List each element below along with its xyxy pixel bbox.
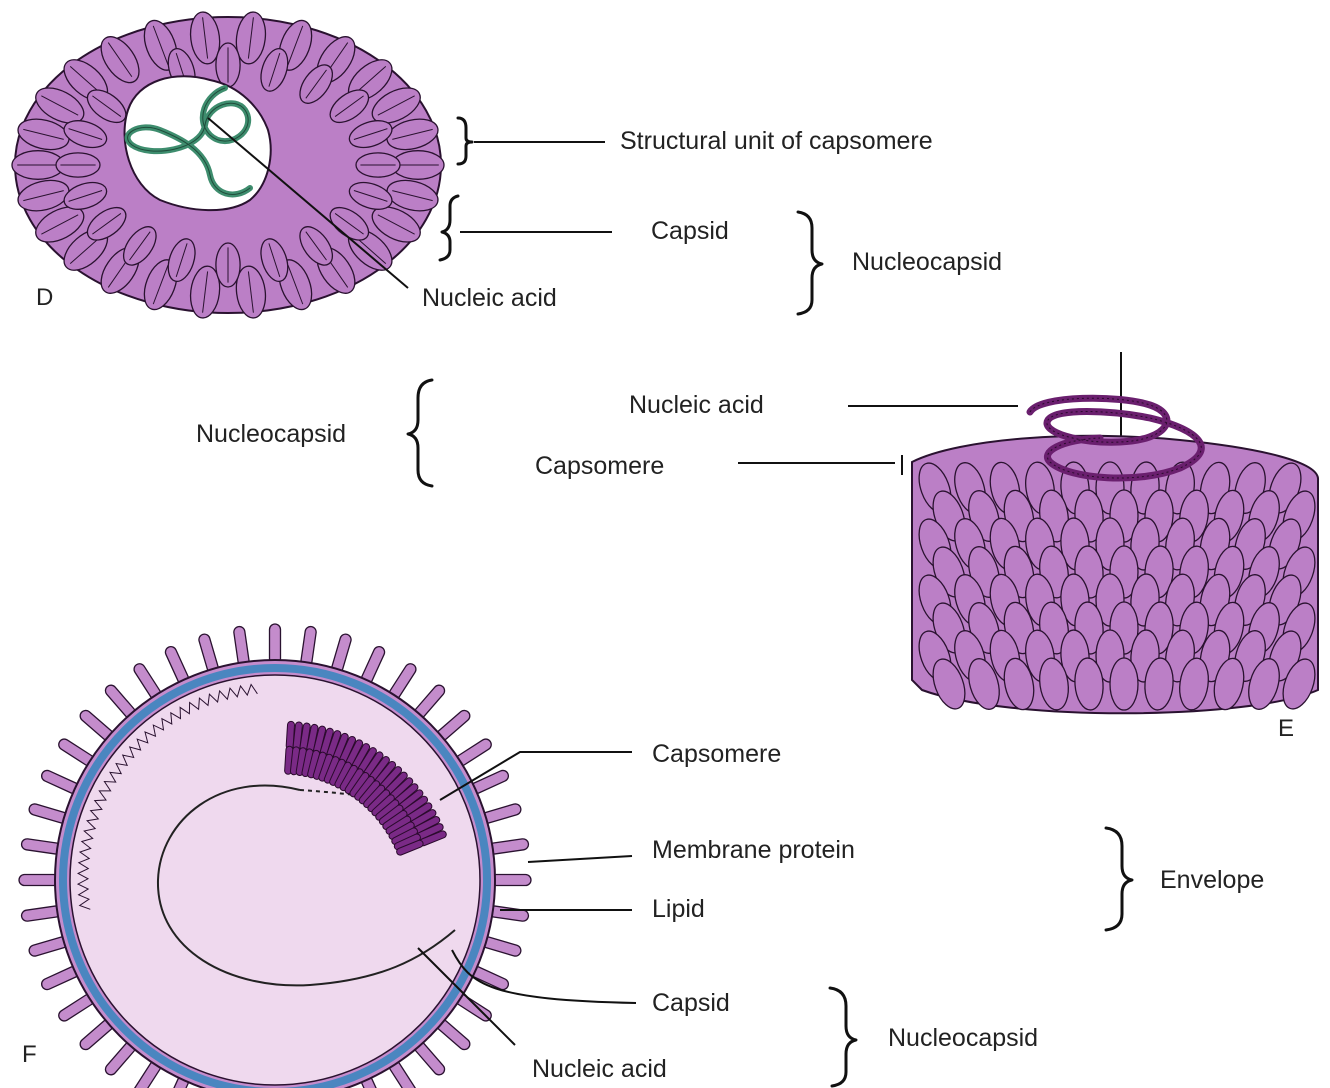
membrane-protein-leader [528,856,632,862]
envelope-label: Envelope [1160,866,1264,894]
structural-unit-brace [458,118,472,164]
nucleic-acid-d-label: Nucleic acid [422,284,557,312]
nucleic-acid-e-label: Nucleic acid [629,391,764,419]
nucleocapsid-f-label: Nucleocapsid [888,1024,1038,1052]
envelope-brace [1106,828,1132,930]
membrane-protein-spike [270,624,281,664]
capsid-f-label: Capsid [652,989,730,1017]
capsomere-e-label: Capsomere [535,452,664,480]
panel-letter-e: E [1278,715,1294,742]
nucleocapsid-d-label: Nucleocapsid [852,248,1002,276]
capsomere-f-label: Capsomere [652,740,781,768]
nucleocapsid-e-label: Nucleocapsid [196,420,346,448]
nucleocapsid-f-brace [830,988,856,1086]
nucleocapsid-d-brace [798,212,822,314]
membrane-protein-spike [491,875,531,886]
helical-capsomere [1110,658,1138,710]
membrane-protein-spike [19,875,59,886]
nucleic-acid-f-label: Nucleic acid [532,1055,667,1083]
envelope-interior [70,675,480,1085]
capsid-d-brace [440,196,458,260]
capsid-d-label: Capsid [651,217,729,245]
panel-letter-d: D [36,284,53,311]
membrane-protein-label: Membrane protein [652,836,855,864]
nucleocapsid-e-brace [408,380,432,486]
structural-unit-label: Structural unit of capsomere [620,127,933,155]
panel-letter-f: F [22,1041,37,1068]
helical-capsomeres [913,459,1321,713]
panel-d: D Structural unit of capsomere Capsid Nu… [12,10,1002,319]
lipid-label: Lipid [652,895,705,923]
